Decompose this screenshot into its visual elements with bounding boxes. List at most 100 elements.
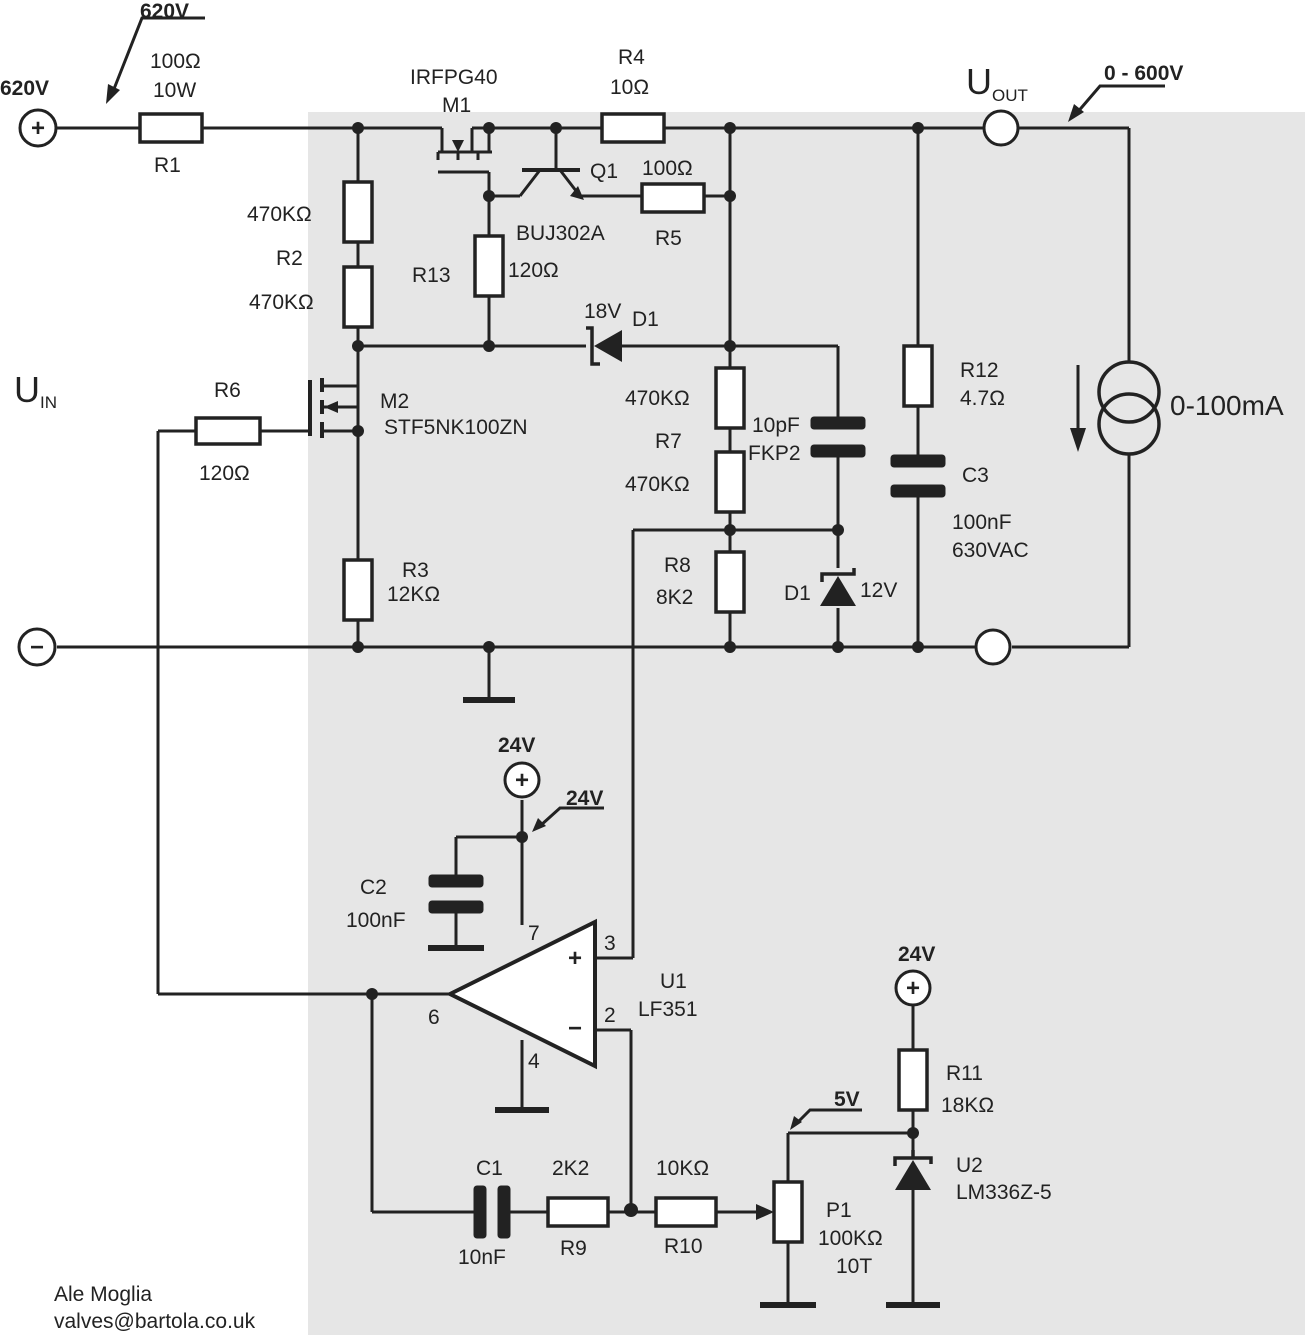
plus-terminal-24v-ref: + <box>894 969 932 1007</box>
label-d1-12v-ref: D1 <box>784 582 811 605</box>
label-r6-ref: R6 <box>214 379 241 402</box>
label-r9-ref: R9 <box>560 1237 587 1260</box>
resistor-r3 <box>342 558 374 622</box>
label-q1-ref: Q1 <box>590 160 618 183</box>
label-uout-main: U <box>966 61 992 102</box>
zener-diode-d1-18v <box>586 326 622 366</box>
label-pin6: 6 <box>428 1006 440 1029</box>
capacitor-10pf <box>810 416 866 458</box>
label-r11-ref: R11 <box>946 1062 983 1085</box>
shaded-board-area <box>308 112 1305 1335</box>
label-m1-part: IRFPG40 <box>410 66 498 89</box>
resistor-r6 <box>194 416 262 446</box>
label-10pf-value: 10pF <box>752 414 800 437</box>
label-r1-power: 10W <box>153 79 196 102</box>
author-email: valves@bartola.co.uk <box>54 1310 256 1333</box>
resistor-r9 <box>546 1196 610 1228</box>
opamp-u1: + − <box>445 918 597 1070</box>
resistor-r5 <box>640 182 706 214</box>
label-current-source: 0-100mA <box>1170 390 1284 421</box>
label-r4-ref: R4 <box>618 46 645 69</box>
label-r2-ref: R2 <box>276 247 303 270</box>
output-terminal-bottom <box>974 628 1012 666</box>
mosfet-m1 <box>436 140 492 174</box>
resistor-r7-lower <box>714 450 746 514</box>
opamp-plus-sign: + <box>568 945 582 972</box>
resistor-r10 <box>654 1196 718 1228</box>
label-d1-12v-volt: 12V <box>860 579 897 602</box>
label-r3-ref: R3 <box>402 559 429 582</box>
potentiometer-p1 <box>756 1180 804 1244</box>
capacitor-c1 <box>473 1185 511 1239</box>
label-u2-part: LM336Z-5 <box>956 1181 1052 1204</box>
label-r1-ref: R1 <box>154 154 181 177</box>
label-uout-sub: OUT <box>992 86 1028 105</box>
resistor-r11 <box>897 1048 929 1112</box>
label-r12-ref: R12 <box>960 359 999 382</box>
label-m2-part: STF5NK100ZN <box>384 416 528 439</box>
label-r6-value: 120Ω <box>199 462 250 485</box>
label-c2-value: 100nF <box>346 909 406 932</box>
label-m1-ref: M1 <box>442 94 471 117</box>
plus-terminal-sign: + <box>31 115 45 142</box>
label-r12-value: 4.7Ω <box>960 387 1005 410</box>
capacitor-c3 <box>890 454 946 498</box>
label-r7-ref: R7 <box>655 430 682 453</box>
resistor-r7-upper <box>714 366 746 430</box>
label-5v: 5V <box>834 1088 860 1111</box>
wires <box>57 126 1131 1305</box>
label-r5-value: 100Ω <box>642 157 693 180</box>
junction-dots <box>352 122 924 1217</box>
label-c3-value: 100nF <box>952 511 1012 534</box>
label-u2-ref: U2 <box>956 1154 983 1177</box>
label-r3-value: 12KΩ <box>387 583 440 606</box>
label-uin-main: U <box>14 369 40 410</box>
plus-sign-24v-opamp: + <box>515 767 529 794</box>
output-terminal-top <box>982 109 1020 147</box>
label-r10-ref: R10 <box>664 1235 703 1258</box>
annotation-arrow-5v <box>790 1108 862 1130</box>
label-r10-value: 10KΩ <box>656 1157 709 1180</box>
label-r8-ref: R8 <box>664 554 691 577</box>
plus-sign-24v-ref: + <box>906 975 920 1002</box>
label-d1-18v-volt: 18V <box>584 300 621 323</box>
label-c3-rating: 630VAC <box>952 539 1029 562</box>
label-u1-part: LF351 <box>638 998 698 1021</box>
minus-terminal: − <box>17 627 57 667</box>
label-uin-sub: IN <box>40 393 57 412</box>
label-24v-arrow: 24V <box>566 787 603 810</box>
label-24v-ref: 24V <box>898 943 935 966</box>
label-p1-ref: P1 <box>826 1199 852 1222</box>
opamp-minus-sign: − <box>568 1015 582 1042</box>
annotation-arrow-24v <box>532 806 604 832</box>
label-c1-ref: C1 <box>476 1157 503 1180</box>
label-r13-ref: R13 <box>412 264 451 287</box>
label-c3-ref: C3 <box>962 464 989 487</box>
label-r2-value-upper: 470KΩ <box>247 203 312 226</box>
label-r11-value: 18KΩ <box>941 1094 994 1117</box>
resistor-r2-upper <box>342 180 374 244</box>
label-pin2: 2 <box>604 1004 616 1027</box>
label-r2-value-lower: 470KΩ <box>249 291 314 314</box>
minus-terminal-sign: − <box>30 634 44 661</box>
label-r5-ref: R5 <box>655 227 682 250</box>
mosfet-m2 <box>308 378 358 438</box>
label-d1-18v-ref: D1 <box>632 308 659 331</box>
resistor-r12 <box>902 344 934 408</box>
label-c2-ref: C2 <box>360 876 387 899</box>
plus-terminal-620v: + <box>18 108 58 148</box>
label-620v-left: 620V <box>0 77 49 100</box>
label-p1-turns: 10T <box>836 1255 872 1278</box>
current-direction-arrow-icon <box>1070 428 1086 452</box>
resistor-r1 <box>138 112 204 144</box>
label-r1-value: 100Ω <box>150 50 201 73</box>
capacitor-c2 <box>428 874 484 914</box>
plus-terminal-24v-opamp: + <box>503 761 541 799</box>
label-p1-value: 100KΩ <box>818 1227 883 1250</box>
label-10pf-type: FKP2 <box>748 442 801 465</box>
label-620v-top: 620V <box>140 0 189 23</box>
label-r4-value: 10Ω <box>610 76 649 99</box>
resistor-r13 <box>473 234 505 298</box>
